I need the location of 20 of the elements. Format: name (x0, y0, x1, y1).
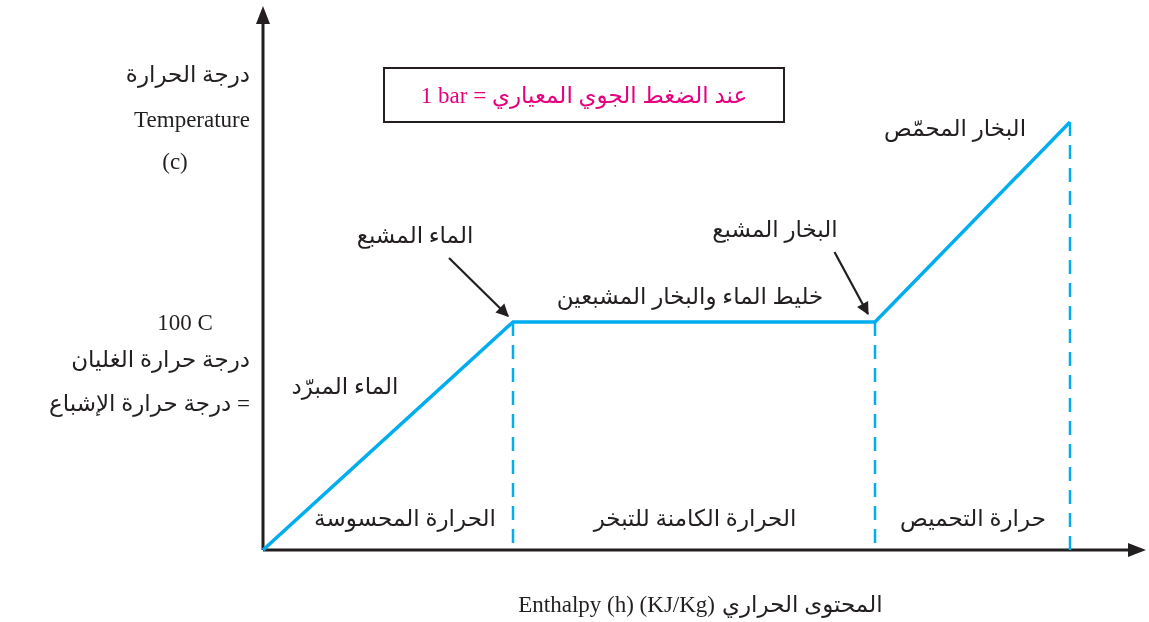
note-box (383, 67, 785, 123)
text-label: الحرارة الكامنة للتبخر (591, 505, 798, 534)
arrow (833, 251, 869, 316)
text-label: 100 C (156, 309, 214, 337)
callout-label: الماء المشبع (330, 219, 500, 253)
callout-label: البخار المشبع (690, 213, 860, 247)
text-label: خليط الماء والبخار المشبعين (555, 283, 825, 312)
pressure-note: 1 bar = عند الضغط الجوي المعياري (420, 81, 748, 109)
text-label: Enthalpy (h) (KJ/Kg) (517, 591, 715, 619)
text-label: (c) (161, 148, 189, 176)
text-label: المحتوى الحراري (722, 591, 884, 620)
text-label: الحرارة المحسوسة (313, 505, 497, 534)
text-label: حرارة التحميص (899, 505, 1047, 534)
text-label: درجة الحرارة (124, 61, 250, 90)
text-label: درجة حرارة الغليان (70, 346, 250, 375)
arrow (448, 257, 509, 317)
text-label: Temperature (133, 106, 250, 134)
text-label: = درجة حرارة الإشباع (47, 390, 250, 419)
text-label: البخار المحمّص (882, 115, 1028, 144)
text-label: الماء المبرّد (290, 373, 400, 402)
